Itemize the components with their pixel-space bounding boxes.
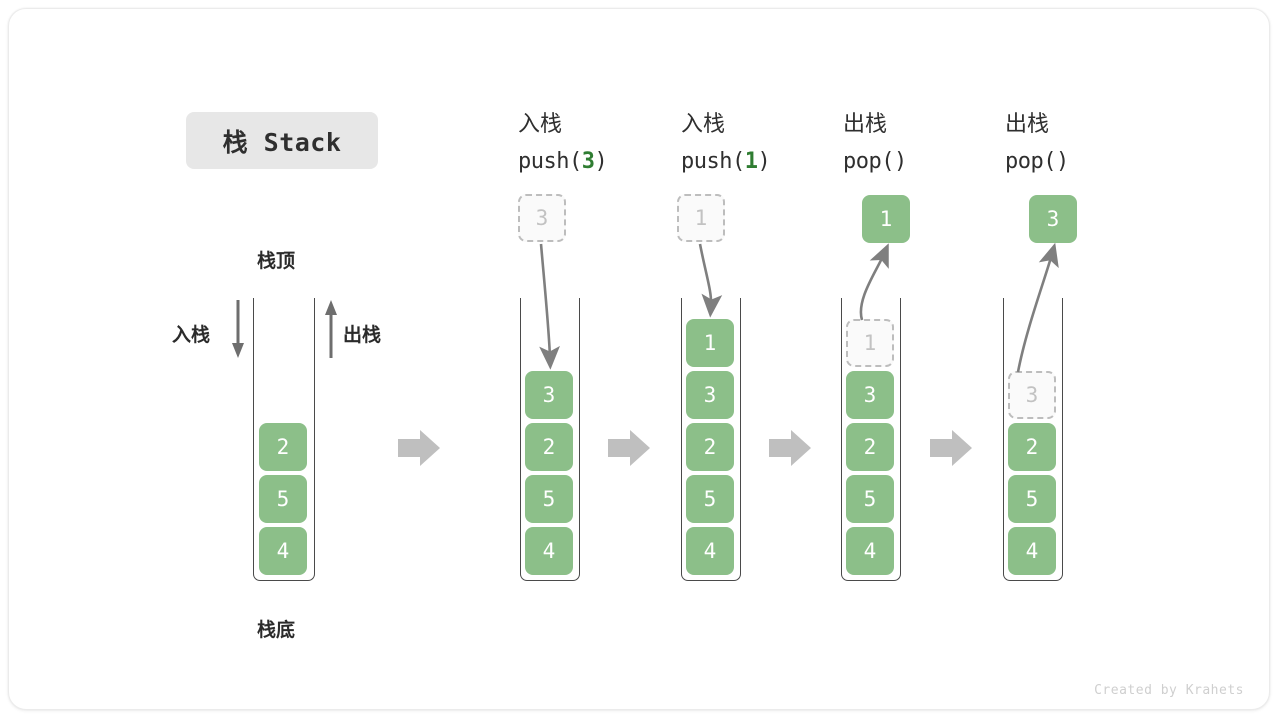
- stack-container-pop-3: [1003, 298, 1063, 581]
- code-prefix: pop(: [1005, 149, 1056, 174]
- code-prefix: push(: [681, 149, 745, 174]
- stack-container-push-1: [681, 298, 741, 581]
- step-header-zh: 出栈: [1005, 112, 1050, 137]
- step-transition-arrow-icon: [608, 430, 650, 466]
- stack-cell: 2: [1008, 423, 1056, 471]
- stack-cell: 4: [525, 527, 573, 575]
- stack-cell: 3: [846, 371, 894, 419]
- step-header-push-1: 入栈 push(1): [681, 106, 771, 180]
- step-transition-arrow-icon: [930, 430, 972, 466]
- incoming-ghost-cell: 1: [677, 194, 725, 242]
- step-header-zh: 出栈: [843, 112, 888, 137]
- popped-value-cell: 1: [862, 195, 910, 243]
- step-transition-arrow-icon: [769, 430, 811, 466]
- step-header-zh: 入栈: [681, 112, 726, 137]
- pop-direction-label: 出栈: [343, 324, 382, 346]
- stack-cell: 1: [686, 319, 734, 367]
- push-direction-arrow-icon: [232, 300, 244, 358]
- step-header-code: push(1): [681, 149, 771, 174]
- outgoing-ghost-cell: 1: [846, 319, 894, 367]
- step-header-pop-1: 出栈 pop(): [843, 106, 907, 180]
- step-header-push-3: 入栈 push(3): [518, 106, 608, 180]
- code-prefix: pop(: [843, 149, 894, 174]
- stack-cell: 5: [1008, 475, 1056, 523]
- title-badge: 栈 Stack: [186, 112, 378, 169]
- step-header-code: pop(): [843, 149, 907, 174]
- stack-cell: 2: [686, 423, 734, 471]
- stack-container-initial: [253, 298, 315, 581]
- stack-cell: 4: [259, 527, 307, 575]
- code-suffix: ): [757, 149, 771, 174]
- code-arg: 1: [744, 149, 758, 174]
- code-suffix: ): [893, 149, 907, 174]
- incoming-ghost-cell: 3: [518, 194, 566, 242]
- stack-cell: 3: [686, 371, 734, 419]
- stack-container-pop-1: [841, 298, 901, 581]
- stack-bottom-label: 栈底: [257, 619, 296, 641]
- step-header-zh: 入栈: [518, 112, 563, 137]
- step-transition-arrow-icon: [398, 430, 440, 466]
- code-suffix: ): [1055, 149, 1069, 174]
- stack-cell: 4: [846, 527, 894, 575]
- stack-cell: 2: [525, 423, 573, 471]
- popped-value-cell: 3: [1029, 195, 1077, 243]
- stack-cell: 4: [686, 527, 734, 575]
- stack-cell: 4: [1008, 527, 1056, 575]
- step-header-code: push(3): [518, 149, 608, 174]
- stack-cell: 5: [686, 475, 734, 523]
- stack-cell: 2: [846, 423, 894, 471]
- pop-direction-arrow-icon: [325, 300, 337, 358]
- stack-cell: 3: [525, 371, 573, 419]
- stack-cell: 5: [846, 475, 894, 523]
- stack-cell: 2: [259, 423, 307, 471]
- watermark-credit: Created by Krahets: [1094, 683, 1244, 698]
- code-arg: 3: [581, 149, 595, 174]
- stack-container-push-3: [520, 298, 580, 581]
- push-direction-label: 入栈: [172, 324, 211, 346]
- code-suffix: ): [594, 149, 608, 174]
- stack-top-label: 栈顶: [257, 250, 296, 272]
- step-header-pop-3: 出栈 pop(): [1005, 106, 1069, 180]
- outgoing-ghost-cell: 3: [1008, 371, 1056, 419]
- stack-cell: 5: [259, 475, 307, 523]
- stack-cell: 5: [525, 475, 573, 523]
- code-prefix: push(: [518, 149, 582, 174]
- step-header-code: pop(): [1005, 149, 1069, 174]
